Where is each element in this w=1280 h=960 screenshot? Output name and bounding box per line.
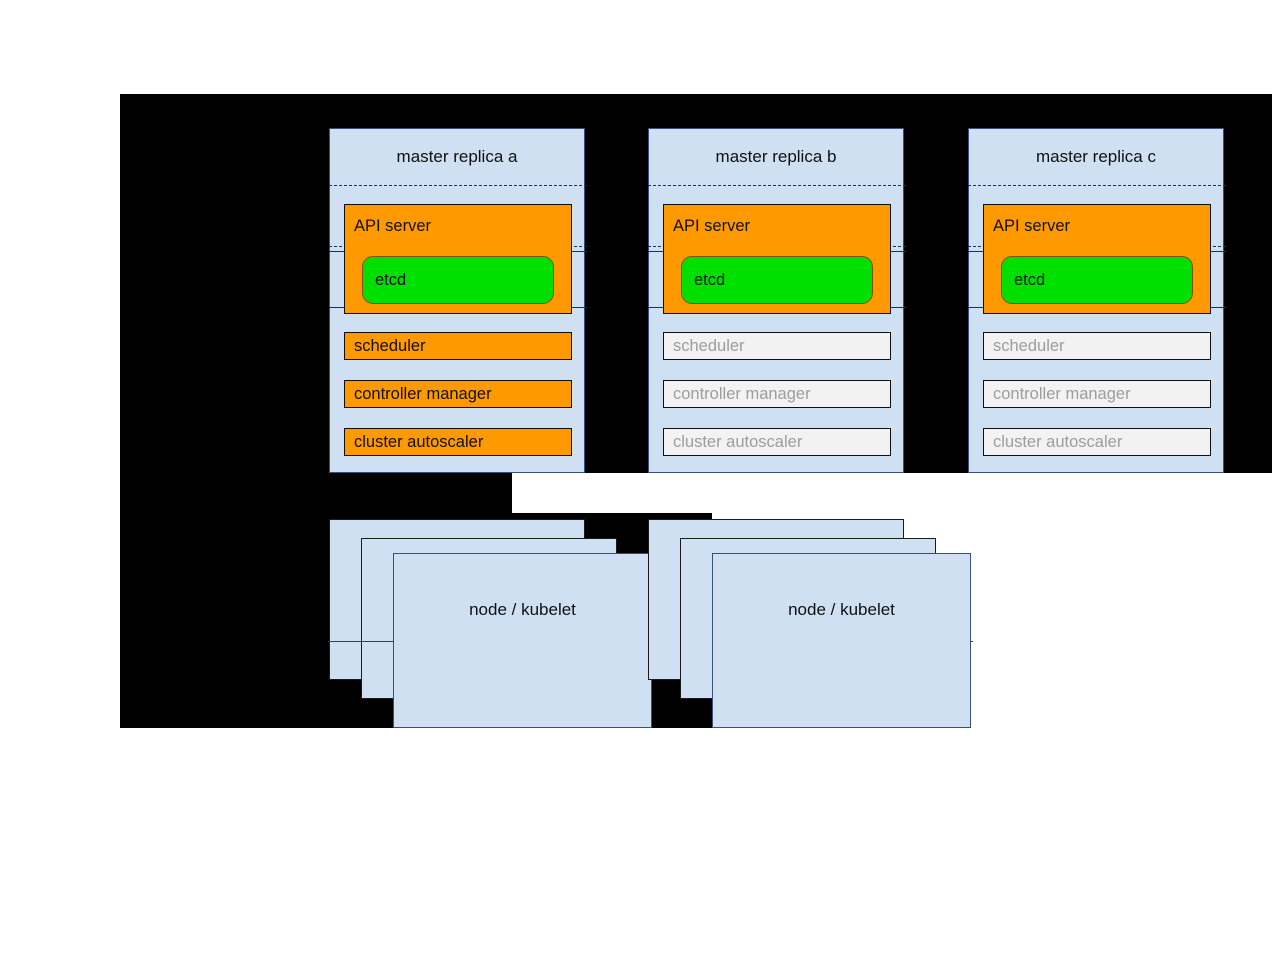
replica-b-etcd-label: etcd [694, 270, 726, 289]
replica-a-scheduler-label: scheduler [354, 336, 426, 355]
replica-c-divider-top [968, 185, 1226, 186]
master-replica-b-title: master replica b [715, 147, 837, 166]
replica-a-controller-manager[interactable]: controller manager [344, 380, 572, 408]
replica-c-scheduler[interactable]: scheduler [983, 332, 1211, 360]
replica-c-controller-manager-label: controller manager [993, 384, 1131, 403]
replica-a-api-server-label: API server [354, 217, 432, 235]
replica-c-cluster-autoscaler-label: cluster autoscaler [993, 432, 1123, 451]
master-replica-a-title: master replica a [396, 147, 518, 166]
node-stack-1-label: node / kubelet [469, 600, 576, 619]
replica-c-etcd-label: etcd [1014, 270, 1046, 289]
replica-a-scheduler[interactable]: scheduler [344, 332, 572, 360]
node-stack-2-front[interactable]: node / kubelet [712, 553, 971, 728]
replica-a-etcd[interactable]: etcd [362, 256, 554, 304]
node-stack-2-label: node / kubelet [788, 600, 895, 619]
replica-a-cluster-autoscaler-label: cluster autoscaler [354, 432, 484, 451]
replica-b-controller-manager[interactable]: controller manager [663, 380, 891, 408]
replica-a-etcd-label: etcd [375, 270, 407, 289]
node-stack-1-front[interactable]: node / kubelet [393, 553, 652, 728]
replica-b-cluster-autoscaler-label: cluster autoscaler [673, 432, 803, 451]
replica-a-divider-top [329, 185, 587, 186]
replica-b-scheduler-label: scheduler [673, 336, 745, 355]
master-replica-b[interactable]: master replica b API server etcd schedul… [648, 128, 906, 473]
master-replica-a[interactable]: master replica a API server etcd schedul… [329, 128, 587, 473]
replica-b-etcd[interactable]: etcd [681, 256, 873, 304]
backdrop-notch [120, 473, 512, 513]
replica-b-cluster-autoscaler[interactable]: cluster autoscaler [663, 428, 891, 456]
replica-b-controller-manager-label: controller manager [673, 384, 811, 403]
replica-b-api-server-label: API server [673, 217, 751, 235]
replica-c-controller-manager[interactable]: controller manager [983, 380, 1211, 408]
replica-b-scheduler[interactable]: scheduler [663, 332, 891, 360]
master-replica-c-title: master replica c [1036, 147, 1156, 166]
replica-a-cluster-autoscaler[interactable]: cluster autoscaler [344, 428, 572, 456]
replica-b-divider-top [648, 185, 906, 186]
replica-a-controller-manager-label: controller manager [354, 384, 492, 403]
replica-c-etcd[interactable]: etcd [1001, 256, 1193, 304]
master-replica-c[interactable]: master replica c API server etcd schedul… [968, 128, 1226, 473]
replica-c-api-server-label: API server [993, 217, 1071, 235]
replica-c-cluster-autoscaler[interactable]: cluster autoscaler [983, 428, 1211, 456]
replica-c-scheduler-label: scheduler [993, 336, 1065, 355]
